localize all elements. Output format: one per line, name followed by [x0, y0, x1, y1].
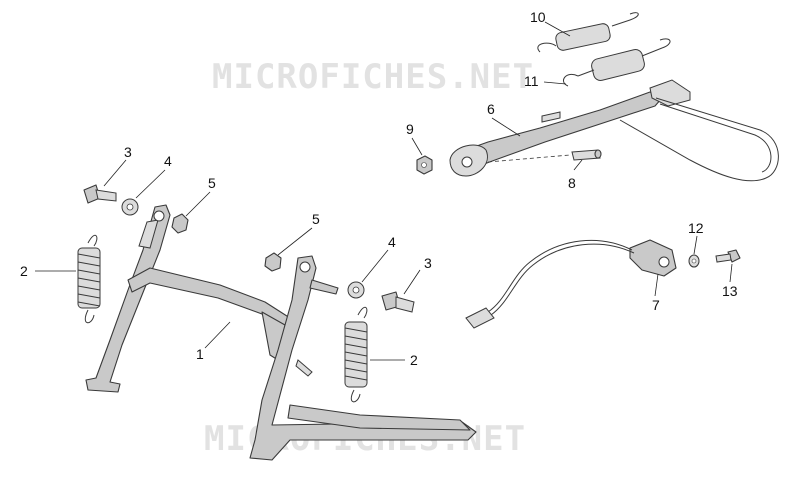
- leader-lines: [35, 21, 733, 361]
- callout-7: 7: [652, 297, 660, 313]
- spring-right: [344, 306, 368, 403]
- callout-12: 12: [688, 220, 704, 236]
- side-stand: [449, 79, 779, 182]
- spring-left: [77, 234, 101, 324]
- callout-labels: 1 2 2 3 3 4 4 5 5 6 7 8 9 10 11 12 13: [20, 9, 738, 368]
- callout-13: 13: [722, 283, 738, 299]
- callout-10: 10: [530, 9, 546, 25]
- nut-right: [264, 252, 282, 272]
- callout-2-right: 2: [410, 352, 418, 368]
- callout-6: 6: [487, 101, 495, 117]
- pin: [571, 149, 602, 161]
- small-spring: [537, 12, 639, 53]
- side-stand-switch: [465, 239, 677, 329]
- callout-3-left: 3: [124, 144, 132, 160]
- bolt-right: [381, 291, 415, 313]
- callout-4-left: 4: [164, 153, 172, 169]
- washer-right: [347, 281, 365, 299]
- callout-11: 11: [524, 73, 539, 89]
- small-washer: [688, 254, 700, 268]
- callout-9: 9: [406, 121, 414, 137]
- long-spring: [563, 38, 671, 87]
- center-stand: [85, 204, 477, 461]
- washer-left: [121, 198, 139, 216]
- watermark-top: MICROFICHES.NET: [212, 57, 534, 97]
- callout-3-right: 3: [424, 255, 432, 271]
- callout-4-right: 4: [388, 234, 396, 250]
- callout-2-left: 2: [20, 263, 28, 279]
- callout-5-right: 5: [312, 211, 320, 227]
- nut-left: [171, 213, 189, 234]
- bolt-left: [83, 184, 117, 204]
- callout-8: 8: [568, 175, 576, 191]
- small-nut: [416, 155, 433, 175]
- callout-1: 1: [196, 346, 204, 362]
- callout-5-left: 5: [208, 175, 216, 191]
- screw: [715, 249, 741, 263]
